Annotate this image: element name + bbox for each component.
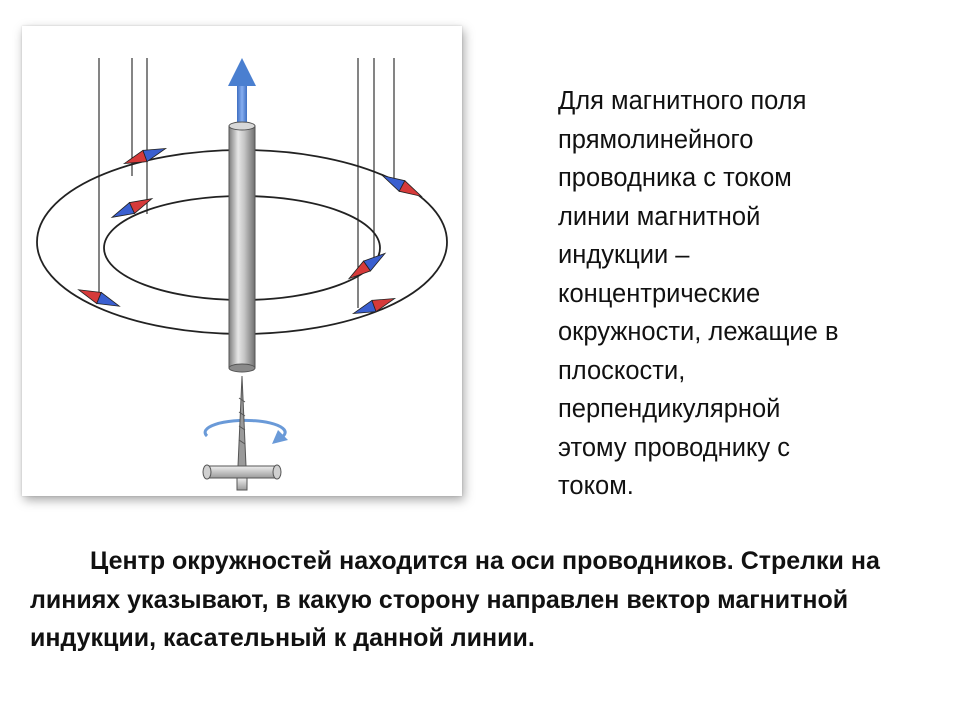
gimlet-icon [202, 375, 282, 491]
field-explanation-paragraph: Центр окружностей находится на оси прово… [30, 542, 950, 658]
compass-needle [110, 198, 154, 218]
explanation-text: Центр окружностей находится на оси прово… [30, 547, 880, 652]
compass-needle [122, 147, 168, 165]
current-arrow [228, 58, 256, 124]
conductor-rod [228, 121, 256, 373]
compass-needle [351, 297, 397, 315]
magnetic-field-illustration [36, 58, 448, 491]
rotation-arrow-icon [203, 418, 288, 444]
compass-needle [77, 289, 121, 307]
suspension-threads [98, 58, 395, 308]
compass-needles [77, 147, 423, 315]
field-description-text: Для магнитного поля прямолинейного прово… [558, 87, 839, 500]
illustration-frame [22, 26, 462, 496]
compass-needle [347, 252, 387, 280]
compass-needle [381, 174, 423, 198]
